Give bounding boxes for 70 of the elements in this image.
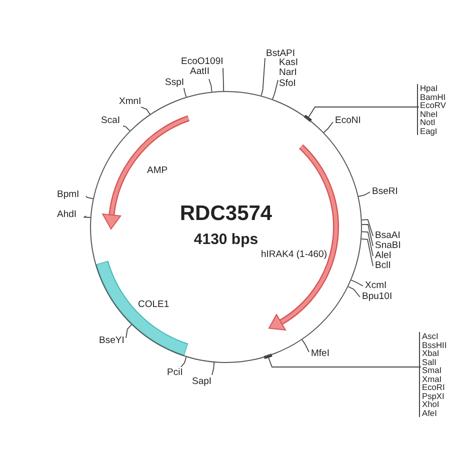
- enzyme-site-label: BsaAI: [375, 231, 400, 241]
- leader-line: [86, 196, 94, 200]
- enzyme-site-label: MfeI: [311, 349, 330, 359]
- enzyme-site-label: XhoI: [422, 400, 440, 408]
- enzyme-site-label: AfeI: [422, 408, 438, 417]
- leader-line: [350, 280, 364, 286]
- leader-line: [208, 78, 212, 92]
- leader-line: [260, 58, 266, 96]
- enzyme-site-label: BseRI: [372, 187, 398, 197]
- enzyme-site-label: ScaI: [101, 116, 120, 126]
- enzyme-site-label: XmnI: [119, 97, 142, 107]
- enzyme-site-label: XbaI: [422, 349, 440, 358]
- enzyme-site-label: PspXI: [422, 392, 446, 400]
- enzyme-site-label: NheI: [420, 110, 439, 118]
- leader-line: [307, 106, 420, 119]
- feature-label: AMP: [147, 166, 168, 176]
- enzyme-site-label: SalI: [422, 358, 438, 366]
- site-bracket: [417, 84, 446, 135]
- plasmid-name: RDC3574: [178, 202, 274, 226]
- enzyme-site-label: BssHII: [422, 340, 447, 349]
- leader-line: [348, 286, 360, 298]
- leader-line: [122, 126, 130, 132]
- site-bracket: [419, 332, 447, 417]
- enzyme-site-label: EagI: [420, 126, 438, 135]
- leader-line: [126, 324, 132, 338]
- enzyme-site-label: AscI: [422, 332, 440, 340]
- enzyme-site-label: KasI: [279, 58, 298, 68]
- enzyme-site-label: AhdI: [57, 210, 77, 220]
- leader-line: [82, 216, 91, 218]
- enzyme-site-label: Bpu10I: [362, 292, 392, 302]
- leader-line: [361, 219, 374, 236]
- leader-line: [140, 106, 150, 115]
- enzyme-site-label: AatII: [190, 67, 210, 77]
- enzyme-site-label: SspI: [165, 78, 184, 88]
- plasmid-size: 4130 bps: [192, 231, 260, 248]
- enzyme-site-label: NotI: [420, 118, 436, 126]
- leader-line: [361, 231, 374, 256]
- enzyme-site-label: SfoI: [279, 78, 297, 89]
- enzyme-site-label: SmaI: [422, 366, 443, 374]
- leader-line: [212, 362, 215, 376]
- feature-label: COLE1: [138, 300, 170, 310]
- feature-label: hIRAK4 (1-460): [261, 250, 328, 260]
- enzyme-site-label: EcoRV: [420, 101, 446, 110]
- enzyme-site-label: EcoNI: [335, 116, 361, 126]
- enzyme-site-label: PciI: [167, 368, 183, 378]
- enzyme-site-label: BamHI: [420, 92, 446, 101]
- leader-line: [180, 356, 187, 368]
- leader-line: [268, 356, 422, 368]
- enzyme-site-label: XmaI: [422, 374, 443, 383]
- leader-line: [358, 192, 370, 197]
- enzyme-site-label: SnaBI: [375, 241, 401, 251]
- enzyme-site-label: BclI: [375, 261, 391, 271]
- leader-line: [302, 339, 310, 352]
- enzyme-site-label: HpaI: [420, 84, 439, 92]
- leader-line: [362, 224, 374, 246]
- plasmid-circle: [90, 91, 362, 363]
- leader-line: [361, 238, 374, 266]
- enzyme-site-label: XcmI: [365, 281, 387, 291]
- enzyme-site-label: NarI: [279, 68, 298, 79]
- enzyme-site-label: BstAPI: [266, 49, 296, 59]
- enzyme-site-label: AleI: [375, 251, 392, 261]
- enzyme-site-label: BpmI: [57, 190, 80, 200]
- leader-line: [272, 80, 278, 100]
- leader-line: [184, 88, 187, 98]
- enzyme-site-label: EcoRI: [422, 383, 446, 392]
- leader-line: [222, 68, 224, 92]
- enzyme-site-label: EcoO109I: [181, 57, 224, 67]
- enzyme-site-label: SapI: [192, 377, 212, 387]
- enzyme-site-label: BseYI: [99, 336, 124, 346]
- leader-line: [323, 122, 334, 133]
